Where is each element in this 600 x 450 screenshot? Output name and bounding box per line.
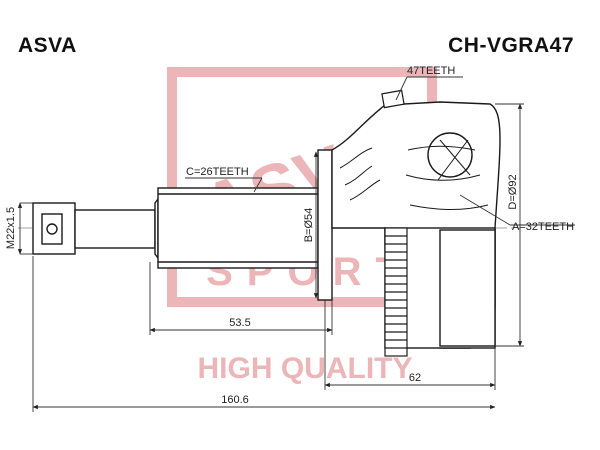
part-number: CH-VGRA47: [448, 34, 574, 57]
dimensions: [17, 76, 575, 412]
label-thread: M22x1.5: [5, 207, 17, 249]
brand-title: ASVA: [18, 34, 77, 57]
label-dia-d: D=Ø92: [507, 174, 519, 209]
label-teeth-c: C=26TEETH: [186, 166, 249, 178]
label-dia-b: B=Ø54: [303, 208, 315, 243]
threaded-stub: [32, 202, 76, 255]
label-len-body: 62: [409, 372, 421, 384]
abs-ring: [384, 227, 408, 357]
label-teeth-top: 47TEETH: [407, 65, 455, 77]
outer-housing: [331, 101, 501, 349]
label-len-total: 160.6: [221, 394, 249, 406]
watermark-slogan: HIGH QUALITY: [198, 352, 413, 385]
label-teeth-a: A=32TEETH: [512, 221, 574, 233]
label-len-spline: 53.5: [229, 317, 250, 329]
drive-shaft: [74, 149, 333, 301]
top-tooth-marker: [381, 89, 405, 109]
